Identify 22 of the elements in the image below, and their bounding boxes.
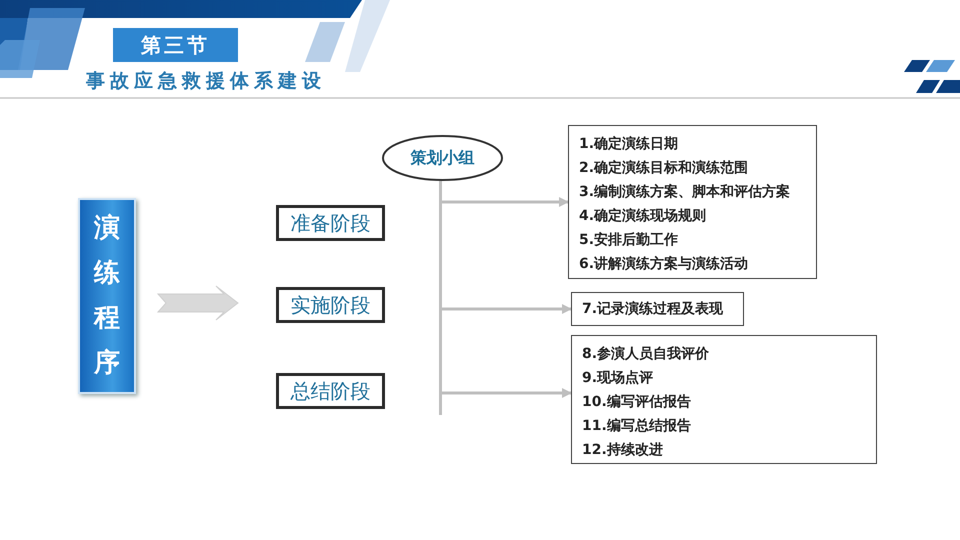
vertical-title-box: 演练程序 [78, 198, 136, 394]
subtitle: 事故应急救援体系建设 [86, 69, 326, 94]
task-item: 11.编写总结报告 [582, 417, 691, 436]
task-item: 4.确定演练现场规则 [579, 206, 706, 226]
task-item: 1.确定演练日期 [579, 134, 678, 154]
task-item: 12.持续改进 [582, 441, 663, 460]
stage-box: 总结阶段 [276, 373, 385, 409]
task-item: 6.讲解演练方案与演练活动 [579, 254, 748, 274]
task-item: 9.现场点评 [582, 369, 654, 388]
task-item: 10.编写评估报告 [582, 393, 691, 412]
task-list-box [571, 335, 877, 464]
stage-box: 实施阶段 [276, 287, 385, 323]
section-badge: 第三节 [113, 28, 238, 62]
task-box: 7.记录演练过程及表现 [571, 292, 744, 326]
stage-box: 准备阶段 [276, 205, 385, 241]
task-item: 8.参演人员自我评价 [582, 344, 710, 364]
task-item: 5.安排后勤工作 [579, 230, 678, 250]
chevron-arrow [156, 286, 239, 320]
task-item: 3.编制演练方案、脚本和评估方案 [579, 182, 790, 202]
task-item: 2.确定演练目标和演练范围 [579, 158, 748, 178]
planning-ellipse: 策划小组 [382, 135, 503, 181]
task-list-box [568, 125, 817, 279]
